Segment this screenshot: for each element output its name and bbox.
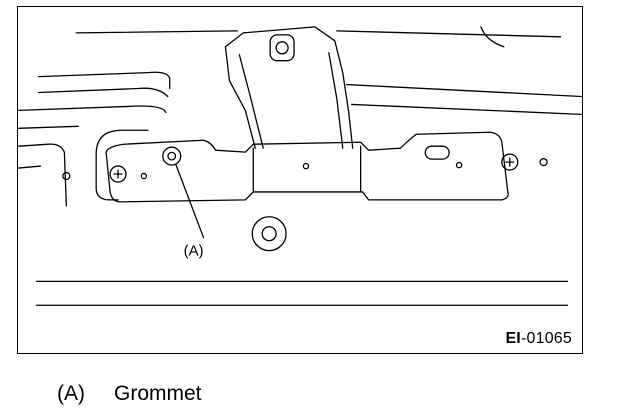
figure-code: EI-01065: [503, 330, 574, 348]
legend: (A) Grommet: [57, 382, 202, 406]
left-structure: [18, 129, 149, 207]
figure-frame: (A) EI-01065: [17, 6, 583, 354]
lower-panel-lines: [35, 280, 569, 306]
callout-label-a: (A): [184, 244, 204, 260]
lower-grommet: [251, 216, 287, 252]
end-bolts: [109, 153, 519, 183]
legend-key: (A): [57, 382, 85, 405]
figure-code-suffix: -01065: [520, 330, 572, 347]
upper-panel-lines: [18, 26, 582, 129]
legend-text: Grommet: [114, 382, 202, 405]
bracket-diagram: (A): [18, 26, 582, 306]
figure-code-prefix: EI: [505, 330, 521, 347]
grommet-a: [162, 146, 205, 239]
mounting-plate: [105, 131, 548, 203]
support-bracket: [224, 26, 354, 149]
